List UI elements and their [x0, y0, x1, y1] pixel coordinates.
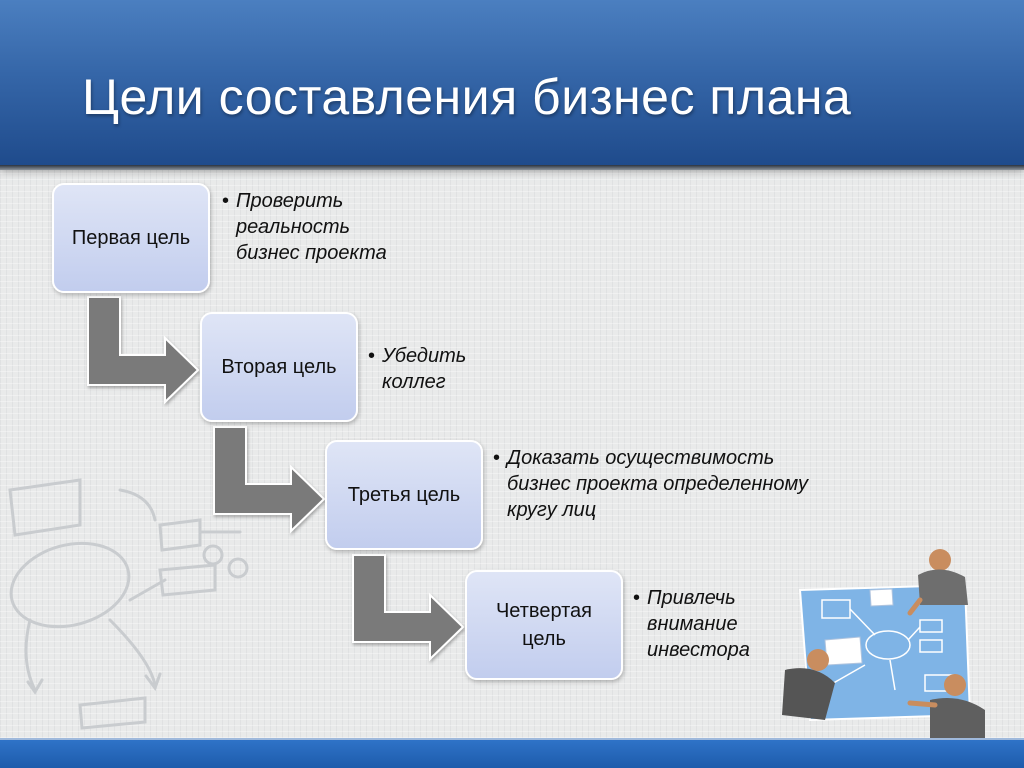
business-meeting-icon — [782, 549, 985, 738]
step-desc-text-2: Убедить коллег — [382, 345, 467, 393]
bullet-icon: • — [633, 587, 641, 609]
step-desc-3: • Доказать осуществимость бизнес проекта… — [493, 445, 823, 523]
step-desc-2: • Убедить коллег — [368, 343, 518, 395]
step-label-3: Третья цель — [347, 484, 461, 506]
step-desc-4: • Привлечь внимание инвестора — [633, 585, 783, 663]
bullet-icon: • — [493, 447, 501, 469]
step-label-4: Четвертая цель — [495, 600, 593, 650]
step-box-1: Первая цель — [52, 183, 210, 293]
step-desc-text-3: Доказать осуществимость бизнес проекта о… — [507, 447, 808, 521]
header-bar — [0, 0, 1024, 165]
step-label-2: Вторая цель — [221, 356, 337, 378]
arrow-2-to-3 — [213, 426, 326, 534]
step-label-1: Первая цель — [71, 227, 191, 249]
arrow-3-to-4 — [352, 554, 465, 662]
arrow-1-to-2 — [87, 296, 200, 405]
step-box-2: Вторая цель — [200, 312, 358, 422]
step-desc-1: • Проверить реальность бизнес проекта — [222, 188, 392, 266]
step-box-4: Четвертая цель — [465, 570, 623, 680]
bullet-icon: • — [222, 190, 230, 212]
slide-title: Цели составления бизнес плана — [82, 69, 852, 125]
footer-bar — [0, 738, 1024, 768]
flowchart-sketch-icon — [8, 478, 249, 730]
step-desc-text-4: Привлечь внимание инвестора — [647, 587, 750, 661]
step-desc-text-1: Проверить реальность бизнес проекта — [236, 190, 387, 264]
bullet-icon: • — [368, 345, 376, 367]
step-box-3: Третья цель — [325, 440, 483, 550]
header-divider — [0, 165, 1024, 170]
